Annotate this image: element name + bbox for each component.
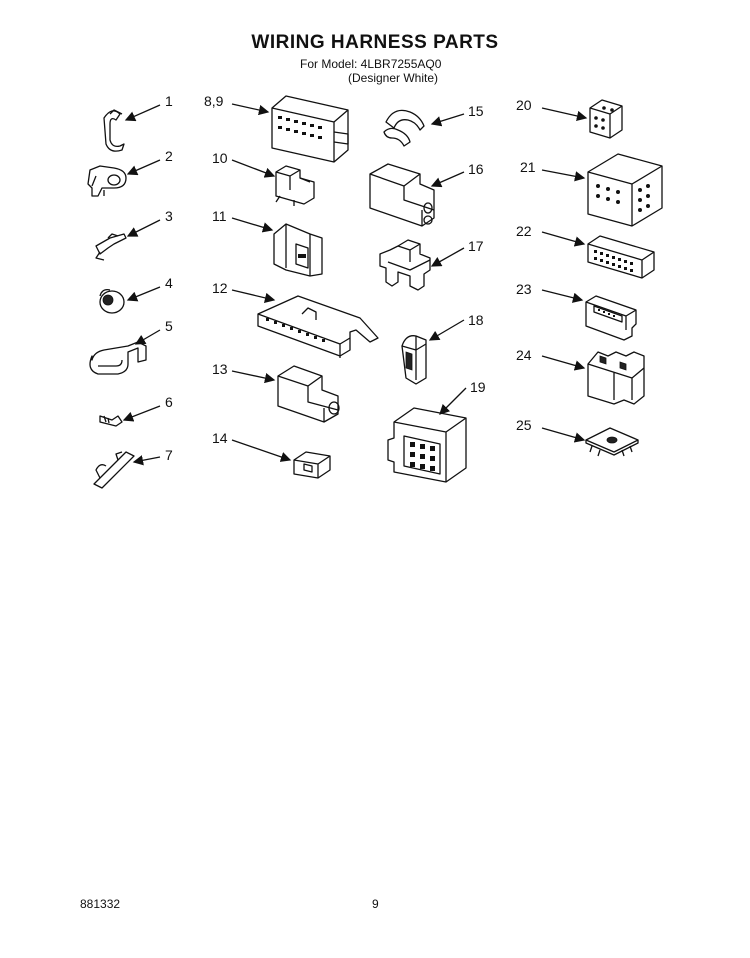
model-line: For Model: 4LBR7255AQ0 [300,57,442,71]
part-21: 21 [520,153,663,227]
part-12: 12 [212,280,379,358]
callout-13: 13 [212,361,228,377]
part-22: 22 [516,223,655,279]
part-25: 25 [516,417,639,457]
part-10: 10 [212,150,315,206]
callout-22: 22 [516,223,532,239]
part-23: 23 [516,281,637,341]
color-line: (Designer White) [348,71,439,85]
callout-8-9: 8,9 [204,93,224,109]
part-18: 18 [401,312,484,385]
part-2: 2 [87,148,173,197]
callout-7: 7 [165,447,173,463]
part-19: 19 [387,379,486,483]
callout-12: 12 [212,280,228,296]
callout-23: 23 [516,281,532,297]
callout-24: 24 [516,347,532,363]
part-14: 14 [212,430,331,479]
callout-5: 5 [165,318,173,334]
doc-number: 881332 [80,897,121,911]
callout-4: 4 [165,275,173,291]
callout-21: 21 [520,159,536,175]
part-13: 13 [212,361,340,423]
part-6: 6 [99,394,173,427]
part-1: 1 [103,93,173,152]
part-4: 4 [99,275,173,314]
callout-14: 14 [212,430,228,446]
callout-2: 2 [165,148,173,164]
callout-19: 19 [470,379,486,395]
callout-15: 15 [468,103,484,119]
part-5: 5 [89,318,173,375]
part-7: 7 [93,447,173,489]
callout-18: 18 [468,312,484,328]
callout-1: 1 [165,93,173,109]
callout-20: 20 [516,97,532,113]
page-number: 9 [372,897,379,911]
callout-16: 16 [468,161,484,177]
callout-17: 17 [468,238,484,254]
part-8-9: 8,9 [204,93,349,163]
callout-10: 10 [212,150,228,166]
part-20: 20 [516,97,623,139]
callout-3: 3 [165,208,173,224]
part-11: 11 [212,208,323,277]
part-16: 16 [369,161,484,227]
callout-25: 25 [516,417,532,433]
part-17: 17 [379,238,484,291]
callout-11: 11 [212,208,227,224]
part-24: 24 [516,347,645,405]
callout-6: 6 [165,394,173,410]
part-15: 15 [383,103,484,147]
page-title: WIRING HARNESS PARTS [251,32,499,53]
model-info: For Model: 4LBR7255AQ0 (Designer White) [300,57,441,85]
part-3: 3 [95,208,173,261]
